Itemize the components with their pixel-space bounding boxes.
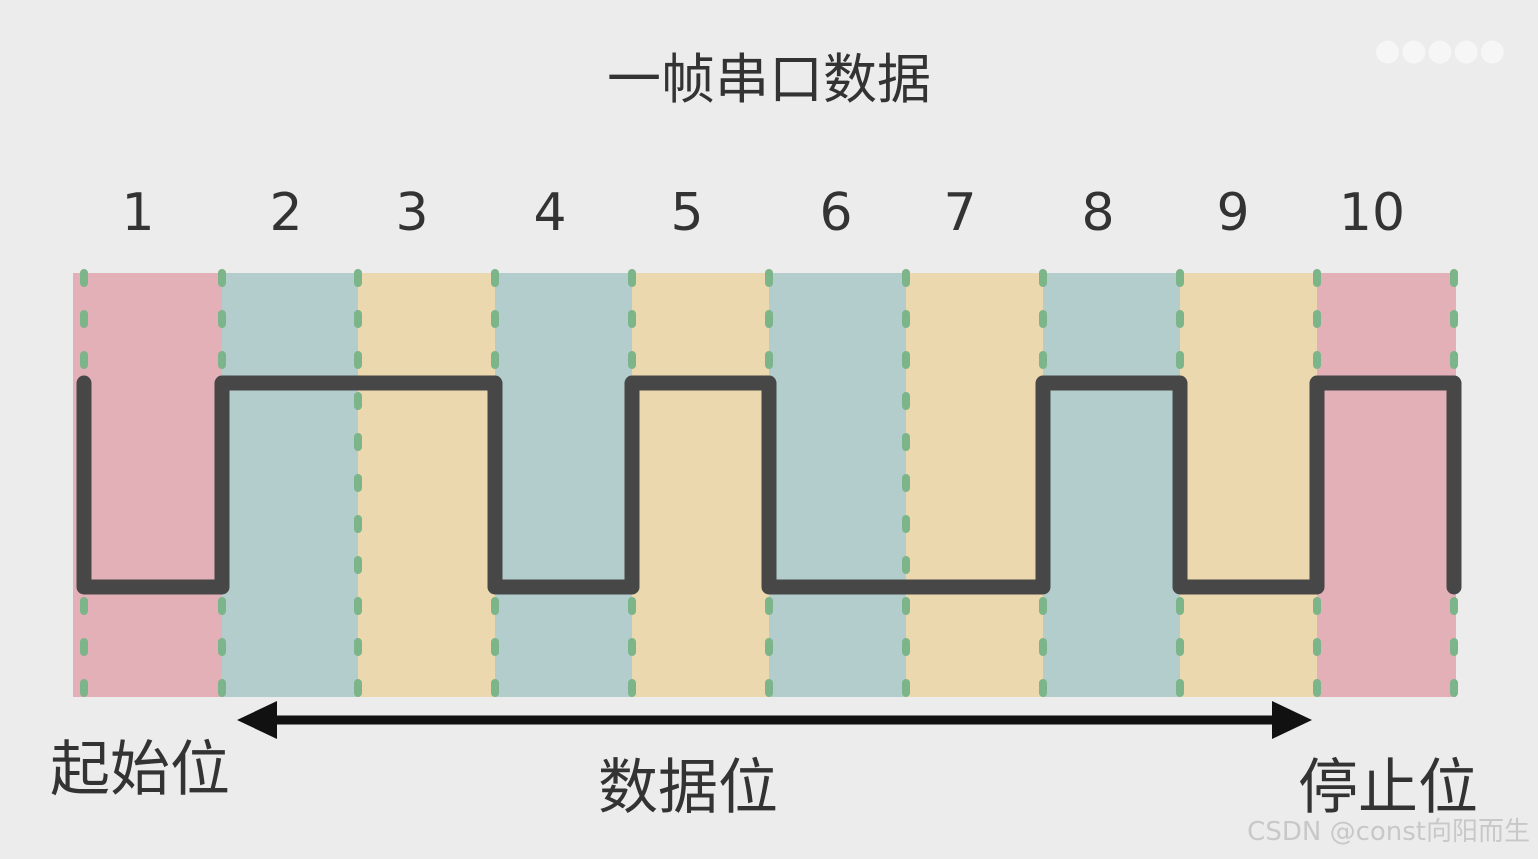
bit-band-7-data: [906, 273, 1043, 697]
data-bits-label: 数据位: [598, 753, 778, 823]
bit-bands: [73, 273, 1456, 697]
bit-number-3: 3: [395, 183, 428, 243]
bit-number-9: 9: [1216, 183, 1249, 243]
bit-number-10: 10: [1339, 183, 1405, 243]
arrow-head-left: [237, 701, 277, 739]
bit-number-6: 6: [819, 183, 852, 243]
bit-band-5-data: [632, 273, 769, 697]
start-bit-label: 起始位: [50, 735, 230, 805]
bit-band-8-data: [1043, 273, 1180, 697]
diagram-title: 一帧串口数据: [607, 48, 931, 111]
data-bits-arrow: [237, 701, 1312, 739]
bit-numbers: 1 2 3 4 5 6 7 8 9 10: [121, 183, 1405, 243]
bit-band-2-data: [222, 273, 358, 697]
bit-number-8: 8: [1081, 183, 1114, 243]
csdn-watermark: CSDN @const向阳而生: [1247, 817, 1530, 847]
bit-number-2: 2: [269, 183, 302, 243]
bit-band-9-data: [1180, 273, 1317, 697]
arrow-head-right: [1272, 701, 1312, 739]
bit-number-4: 4: [533, 183, 566, 243]
bit-number-7: 7: [943, 183, 976, 243]
bit-band-1-start: [73, 273, 222, 697]
bit-band-6-data: [769, 273, 906, 697]
bit-band-10-stop: [1317, 273, 1456, 697]
bit-number-1: 1: [121, 183, 154, 243]
signal-line: [76, 375, 1462, 595]
bit-band-4-data: [495, 273, 632, 697]
faint-top-watermark: ●●●●●: [1375, 33, 1506, 68]
signal-waveform: [76, 375, 1462, 595]
stop-bit-label: 停止位: [1298, 753, 1478, 823]
bit-number-5: 5: [670, 183, 703, 243]
bit-band-3-data: [358, 273, 495, 697]
